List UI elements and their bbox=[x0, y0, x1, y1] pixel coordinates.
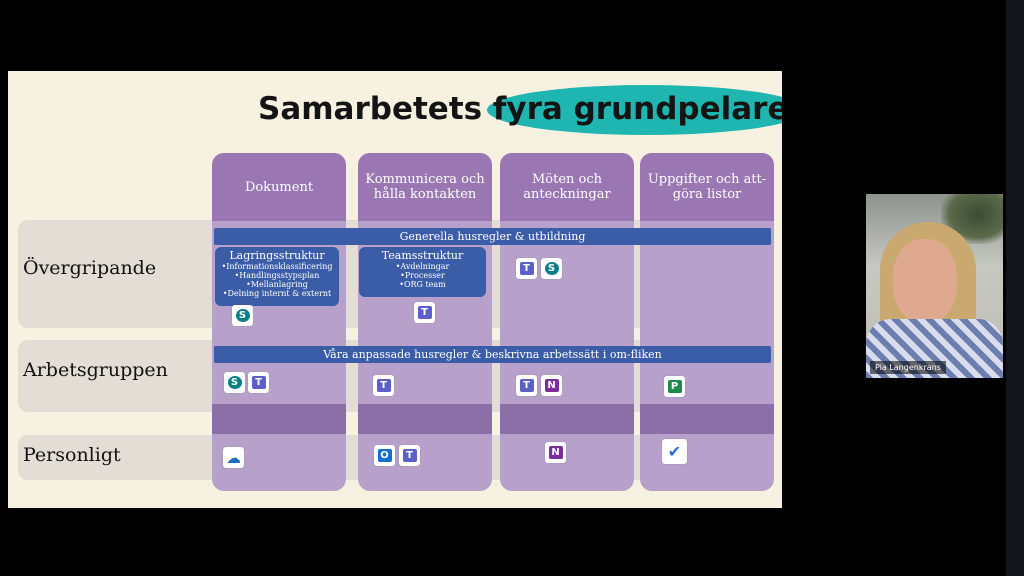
banner-general-rules: Generella husregler & utbildning bbox=[214, 228, 771, 245]
teams-icon: T bbox=[516, 375, 537, 396]
box-item: •Handlingsstypsplan bbox=[234, 271, 320, 280]
onenote-icon: N bbox=[545, 442, 566, 463]
participant-name: Pia Langenkrans bbox=[870, 361, 946, 374]
column-dokument: Dokument bbox=[212, 153, 346, 491]
banner-team-rules: Våra anpassade husregler & beskrivna arb… bbox=[214, 346, 771, 363]
column-moten: Möten och anteckningar bbox=[500, 153, 634, 491]
sharepoint-icon: S bbox=[232, 305, 253, 326]
teams-icon: T bbox=[399, 445, 420, 466]
participant-face bbox=[893, 239, 957, 323]
participant-video[interactable]: Pia Langenkrans bbox=[866, 194, 1003, 378]
box-teamsstruktur-title: Teamsstruktur bbox=[381, 249, 464, 262]
teams-icon: T bbox=[414, 302, 435, 323]
teams-icon: T bbox=[248, 372, 269, 393]
onenote-icon: N bbox=[541, 375, 562, 396]
title-part-2: fyra grundpelare bbox=[492, 91, 782, 127]
todo-icon: ✔ bbox=[662, 439, 687, 464]
row-label-overgripande: Övergripande bbox=[23, 257, 157, 279]
box-item: •Mellanlagring bbox=[246, 280, 308, 289]
title-part-1: Samarbetets bbox=[258, 91, 493, 127]
column-header-kommunicera: Kommunicera och hålla kontakten bbox=[358, 153, 492, 221]
planner-icon: P bbox=[664, 376, 685, 397]
teams-icon: T bbox=[373, 375, 394, 396]
column-header-moten: Möten och anteckningar bbox=[500, 153, 634, 221]
column-header-dokument: Dokument bbox=[212, 153, 346, 221]
column-header-uppgifter: Uppgifter och att-göra listor bbox=[640, 153, 774, 221]
right-edge-bar bbox=[1006, 0, 1024, 576]
box-item: •Processer bbox=[400, 271, 445, 280]
sharepoint-icon: S bbox=[224, 372, 245, 393]
outlook-icon: O bbox=[374, 445, 395, 466]
slide-title: Samarbetets fyra grundpelare bbox=[258, 85, 782, 135]
box-item: •Avdelningar bbox=[395, 262, 450, 271]
row-label-arbetsgruppen: Arbetsgruppen bbox=[23, 359, 168, 381]
title-highlight: fyra grundpelare bbox=[486, 85, 782, 135]
row-label-personligt: Personligt bbox=[23, 444, 121, 466]
box-item: •Delning internt & externt bbox=[222, 289, 332, 298]
onedrive-icon: ☁ bbox=[223, 447, 244, 468]
column-uppgifter: Uppgifter och att-göra listor bbox=[640, 153, 774, 491]
teams-icon: T bbox=[516, 258, 537, 279]
box-lagringsstruktur: Lagringsstruktur •Informationsklassifice… bbox=[215, 247, 339, 306]
box-item: •Informationsklassificering bbox=[221, 262, 333, 271]
sharepoint-icon: S bbox=[541, 258, 562, 279]
presentation-slide: Samarbetets fyra grundpelare Dokument Ko… bbox=[8, 71, 782, 508]
box-teamsstruktur: Teamsstruktur •Avdelningar •Processer •O… bbox=[359, 247, 486, 297]
box-item: •ORG team bbox=[399, 280, 446, 289]
box-lagringsstruktur-title: Lagringsstruktur bbox=[229, 249, 325, 262]
